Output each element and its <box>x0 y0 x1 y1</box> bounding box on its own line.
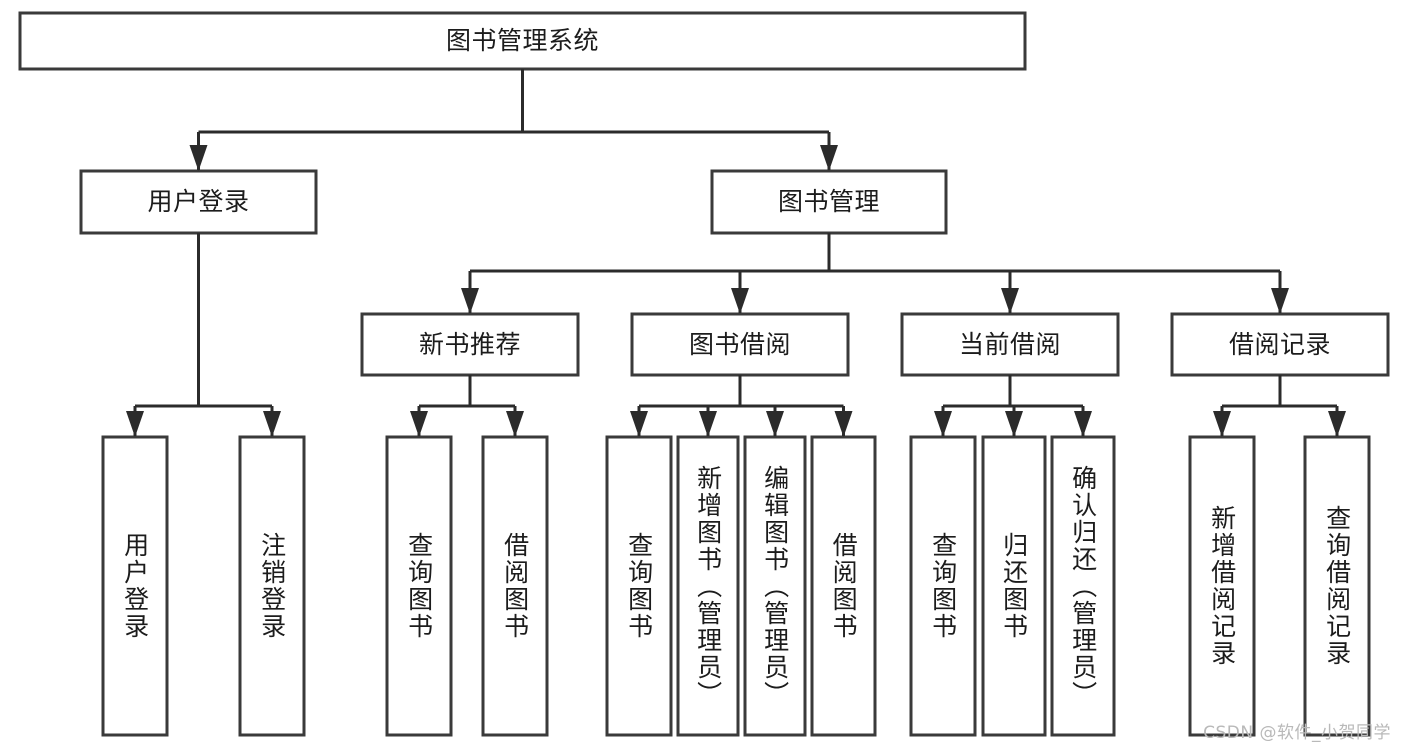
node-leaf-edit-book[interactable] <box>743 435 807 737</box>
node-boxes-layer <box>18 11 1390 737</box>
node-book-manage[interactable] <box>710 169 948 235</box>
node-book-borrow[interactable] <box>630 312 850 377</box>
node-user-login[interactable] <box>79 169 318 235</box>
node-leaf-user-login[interactable] <box>101 435 169 737</box>
arrow-to-leaf-edit-book <box>766 411 784 437</box>
node-root[interactable] <box>18 11 1027 71</box>
connectors-layer <box>126 69 1346 437</box>
node-leaf-confirm-return[interactable] <box>1050 435 1116 737</box>
arrow-to-leaf-query-book-3 <box>934 411 952 437</box>
arrow-to-leaf-add-book <box>699 411 717 437</box>
arrow-to-new-book-recommend <box>461 288 479 314</box>
arrow-to-leaf-logout <box>263 411 281 437</box>
node-leaf-borrow-book-2[interactable] <box>810 435 877 737</box>
arrow-to-leaf-query-record <box>1328 411 1346 437</box>
arrow-to-leaf-query-book-1 <box>410 411 428 437</box>
arrow-to-leaf-user-login <box>126 411 144 437</box>
node-leaf-logout[interactable] <box>238 435 306 737</box>
node-leaf-query-book-3[interactable] <box>909 435 977 737</box>
arrow-to-user-login <box>189 145 208 171</box>
arrow-to-leaf-confirm-return <box>1074 411 1092 437</box>
node-leaf-query-book-2[interactable] <box>605 435 673 737</box>
arrow-to-leaf-borrow-book-1 <box>506 411 524 437</box>
arrow-to-leaf-query-book-2 <box>630 411 648 437</box>
node-leaf-query-record[interactable] <box>1303 435 1371 737</box>
arrow-to-leaf-borrow-book-2 <box>834 411 853 437</box>
node-leaf-query-book-1[interactable] <box>385 435 453 737</box>
node-leaf-return-book[interactable] <box>981 435 1047 737</box>
node-borrow-record[interactable] <box>1170 312 1390 377</box>
node-leaf-add-book[interactable] <box>676 435 740 737</box>
arrow-to-leaf-add-record <box>1213 411 1231 437</box>
arrow-to-book-borrow <box>731 288 749 314</box>
node-leaf-borrow-book-1[interactable] <box>481 435 549 737</box>
arrow-to-current-borrow <box>1001 288 1019 314</box>
node-current-borrow[interactable] <box>900 312 1120 377</box>
node-new-book-recommend[interactable] <box>360 312 580 377</box>
node-leaf-add-record[interactable] <box>1188 435 1256 737</box>
arrow-to-book-manage <box>820 145 838 171</box>
arrow-to-borrow-record <box>1271 288 1289 314</box>
arrow-to-leaf-return-book <box>1005 411 1023 437</box>
